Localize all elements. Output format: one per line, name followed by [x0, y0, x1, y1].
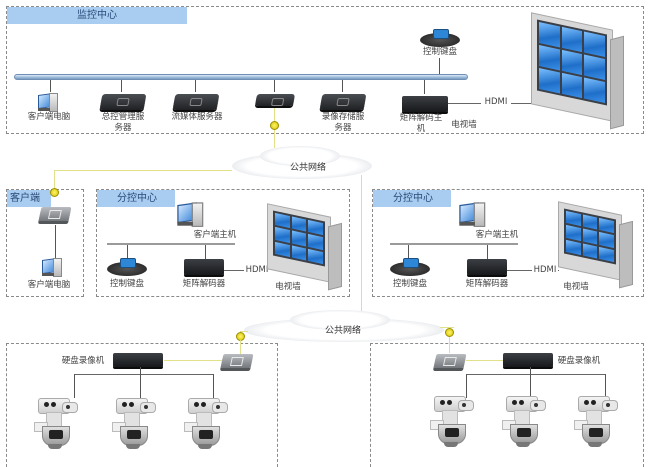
- link-line: [487, 245, 488, 259]
- link-line: [408, 245, 409, 259]
- link-line: [74, 374, 75, 398]
- device-label: 流媒体服务器: [171, 112, 223, 122]
- wan-link: [240, 340, 241, 354]
- public-network-cloud-puff: [290, 310, 390, 330]
- device-label: 客户端电脑: [27, 112, 71, 122]
- lan-bus: [14, 74, 468, 80]
- client-host-icon: [459, 202, 486, 227]
- hdmi-label: HDMI: [244, 265, 270, 276]
- keyboard-label: 控制键盘: [392, 279, 427, 289]
- link-line: [530, 367, 531, 398]
- management-server-icon: [99, 94, 147, 110]
- control-keyboard-icon: [107, 258, 147, 276]
- tv-wall-icon: [267, 203, 342, 291]
- wan-port-icon: [50, 188, 59, 197]
- link-line: [140, 367, 141, 398]
- keyboard-label: 控制键盘: [422, 47, 457, 57]
- site-switch-icon: [433, 354, 467, 368]
- hdmi-label: HDMI: [481, 97, 511, 108]
- link-line: [50, 80, 51, 92]
- monitor-center-zone: [6, 6, 644, 134]
- link-line: [127, 245, 128, 259]
- client-zone-title: 客户端: [7, 190, 51, 207]
- public-network-label: 公共网络: [290, 163, 327, 173]
- wan-link: [240, 331, 248, 332]
- client-switch-icon: [38, 207, 72, 221]
- lan-bar: [390, 243, 518, 245]
- device-label: 录像存储服务器: [321, 112, 365, 133]
- tv-wall-label: 电视墙: [563, 282, 589, 292]
- client-host-label: 客户端主机: [475, 230, 519, 240]
- camera-icon: [34, 398, 78, 454]
- link-line: [205, 245, 206, 259]
- camera-icon: [502, 396, 546, 452]
- keyboard-label: 控制键盘: [109, 279, 144, 289]
- matrix-decoder-icon: [467, 259, 507, 275]
- link-line: [274, 80, 275, 92]
- link-line: [605, 374, 606, 398]
- public-network-cloud-puff: [260, 146, 340, 166]
- camera-icon: [574, 396, 618, 452]
- tv-wall-icon: [531, 12, 624, 130]
- link-line: [466, 374, 467, 398]
- link-line: [424, 80, 425, 94]
- matrix-decoder-host-icon: [402, 96, 448, 112]
- wan-link: [449, 337, 450, 353]
- camera-icon: [112, 398, 156, 454]
- core-switch-icon: [254, 94, 296, 106]
- lan-bar: [107, 243, 235, 245]
- site-switch-icon: [220, 354, 254, 368]
- branch-center-zone-1: [96, 189, 350, 297]
- nvr-icon: [503, 353, 553, 367]
- wan-port-icon: [445, 328, 454, 337]
- wan-link: [164, 360, 222, 361]
- client-pc-label: 客户端电脑: [27, 280, 71, 290]
- client-pc-icon: [38, 92, 58, 112]
- wan-port-icon: [270, 121, 279, 130]
- wan-link: [54, 170, 232, 171]
- link-line: [466, 374, 606, 375]
- link-line: [342, 80, 343, 92]
- client-host-icon: [177, 202, 204, 227]
- nvr-icon: [113, 353, 163, 367]
- wan-link: [440, 327, 454, 328]
- link-line: [439, 58, 440, 74]
- wan-link: [54, 170, 55, 192]
- control-keyboard-icon: [390, 258, 430, 276]
- branch-center-zone-2: [372, 189, 644, 297]
- decoder-label: 矩阵解码器: [465, 279, 509, 289]
- device-label: 矩阵解码主机: [399, 113, 443, 134]
- tv-wall-label: 电视墙: [275, 282, 301, 292]
- monitor-center-title: 监控中心: [7, 7, 187, 24]
- tv-wall-label: 电视墙: [451, 120, 477, 130]
- link-line: [74, 374, 214, 375]
- link-line: [195, 80, 196, 92]
- wan-link: [361, 175, 362, 335]
- link-line: [121, 80, 122, 92]
- link-line: [55, 225, 56, 258]
- device-label: 总控管理服务器: [101, 112, 145, 133]
- wan-link: [466, 360, 504, 361]
- client-zone: [6, 189, 84, 297]
- branch-center-title: 分控中心: [97, 190, 175, 207]
- link-line: [213, 374, 214, 398]
- camera-icon: [430, 396, 474, 452]
- streaming-server-icon: [172, 94, 220, 110]
- storage-server-icon: [319, 94, 367, 110]
- control-keyboard-icon: [420, 29, 460, 47]
- camera-site-zone-2: [370, 343, 644, 467]
- camera-icon: [184, 398, 228, 454]
- matrix-decoder-icon: [184, 259, 224, 275]
- client-pc-icon: [42, 257, 62, 277]
- branch-center-title: 分控中心: [373, 190, 451, 207]
- nvr-label: 硬盘录像机: [61, 356, 105, 366]
- client-host-label: 客户端主机: [193, 230, 237, 240]
- public-network-label: 公共网络: [325, 326, 362, 336]
- tv-wall-icon: [558, 201, 633, 289]
- decoder-label: 矩阵解码器: [182, 279, 226, 289]
- hdmi-label: HDMI: [532, 265, 558, 276]
- nvr-label: 硬盘录像机: [557, 356, 601, 366]
- camera-site-zone-1: [6, 343, 278, 467]
